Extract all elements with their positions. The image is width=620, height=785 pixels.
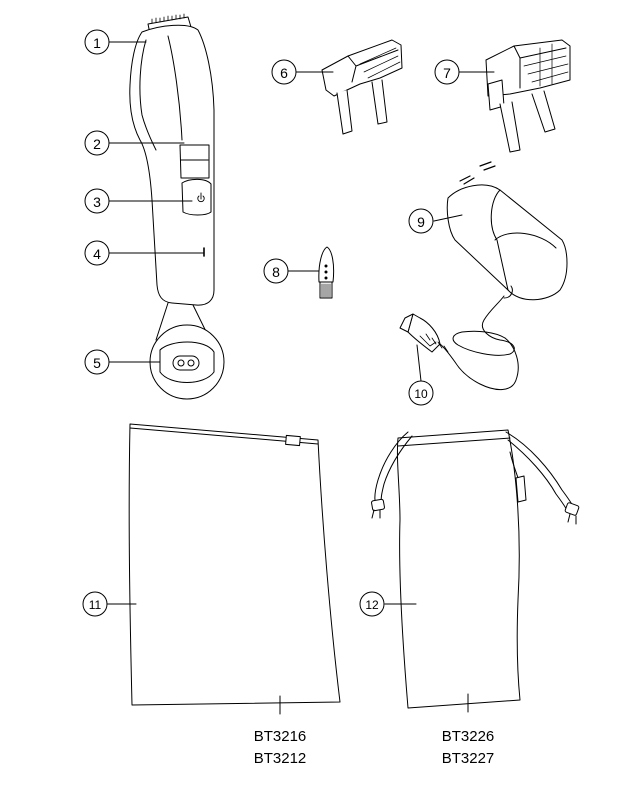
callout-number-9: 9	[417, 214, 425, 230]
callout-circles	[82, 29, 460, 617]
callout-circle-2	[84, 130, 110, 156]
callout-leaders	[106, 41, 495, 715]
callout-number-7: 7	[443, 65, 451, 81]
callout-circle-7	[434, 59, 460, 85]
cleaning-brush	[318, 246, 335, 299]
small-plug	[399, 295, 519, 390]
model-caption-right: BT3226 BT3227	[398, 726, 538, 770]
callout-circle-1	[84, 29, 110, 55]
model-number-bt3216: BT3216	[253, 728, 307, 745]
model-caption-left: BT3216 BT3212	[210, 726, 350, 770]
callout-number-12: 12	[365, 598, 379, 612]
callout-number-8: 8	[272, 264, 280, 280]
power-button	[181, 178, 212, 216]
callout-circle-10	[408, 380, 434, 406]
callout-circle-9	[408, 208, 434, 234]
callout-number-4: 4	[93, 246, 101, 262]
callout-number-1: 1	[93, 35, 101, 51]
callout-number-6: 6	[280, 65, 288, 81]
callout-number-3: 3	[93, 194, 101, 210]
callout-circle-12	[359, 591, 385, 617]
drawstring-pouch	[371, 429, 580, 709]
callout-circle-5	[84, 349, 110, 375]
callout-number-2: 2	[93, 136, 101, 152]
model-number-bt3226: BT3226	[441, 728, 495, 745]
callout-circle-4	[84, 240, 110, 266]
zoom-wheel	[179, 144, 210, 179]
storage-pouch	[128, 423, 341, 706]
callout-circle-8	[263, 258, 289, 284]
callout-number-5: 5	[93, 355, 101, 371]
comb-short	[321, 39, 403, 135]
callout-circle-11	[82, 591, 108, 617]
callout-number-10: 10	[414, 387, 428, 401]
model-number-bt3212: BT3212	[253, 750, 307, 767]
adapter	[446, 161, 568, 301]
model-number-bt3227: BT3227	[441, 750, 495, 767]
callout-circle-6	[271, 59, 297, 85]
socket-for-small-plug	[149, 324, 225, 400]
power-symbol-icon	[197, 192, 205, 203]
trimmer-illustration	[129, 13, 225, 400]
comb-long	[485, 39, 571, 153]
callout-circle-3	[84, 188, 110, 214]
trimmer-body	[129, 24, 215, 306]
callout-number-11: 11	[89, 598, 102, 612]
